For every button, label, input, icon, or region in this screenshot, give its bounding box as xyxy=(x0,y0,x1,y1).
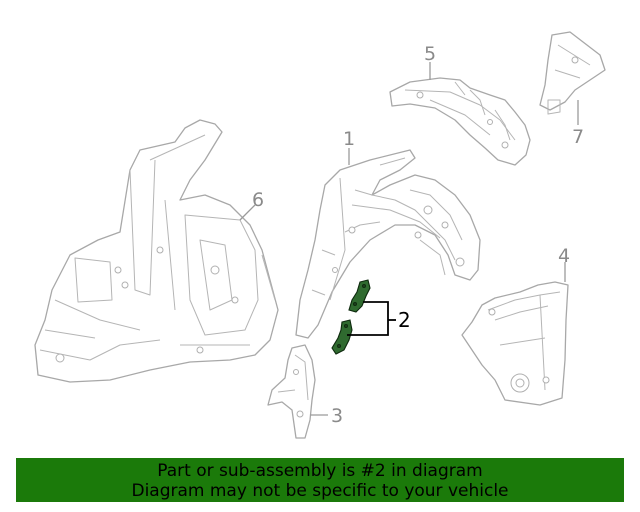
callout-4: 4 xyxy=(558,245,570,267)
callout-1: 1 xyxy=(343,128,355,150)
callout-leaders xyxy=(239,62,579,416)
banner-line-2: Diagram may not be specific to your vehi… xyxy=(131,481,509,501)
part-5-upper-reinforcement xyxy=(389,77,531,166)
part-3-lower-bracket xyxy=(267,344,316,439)
part-7-upper-bracket xyxy=(539,31,606,115)
part-2-lower-bracket xyxy=(331,319,353,355)
banner-line-1: Part or sub-assembly is #2 in diagram xyxy=(157,461,483,481)
callout-3: 3 xyxy=(331,405,343,427)
callout-2: 2 xyxy=(398,308,411,332)
callout-5: 5 xyxy=(424,43,436,65)
callout-7: 7 xyxy=(572,126,584,148)
part-2-upper-bracket xyxy=(348,279,371,313)
callout-6: 6 xyxy=(252,189,264,211)
part-2-brackets-highlighted xyxy=(331,279,371,355)
info-banner: Part or sub-assembly is #2 in diagram Di… xyxy=(16,458,624,502)
part-1-wheelhouse-panel xyxy=(295,149,481,339)
parts-diagram: 1 5 7 4 6 3 2 xyxy=(34,31,606,439)
part-6-inner-quarter-panel xyxy=(34,119,279,383)
part-4-lower-panel xyxy=(461,281,569,406)
